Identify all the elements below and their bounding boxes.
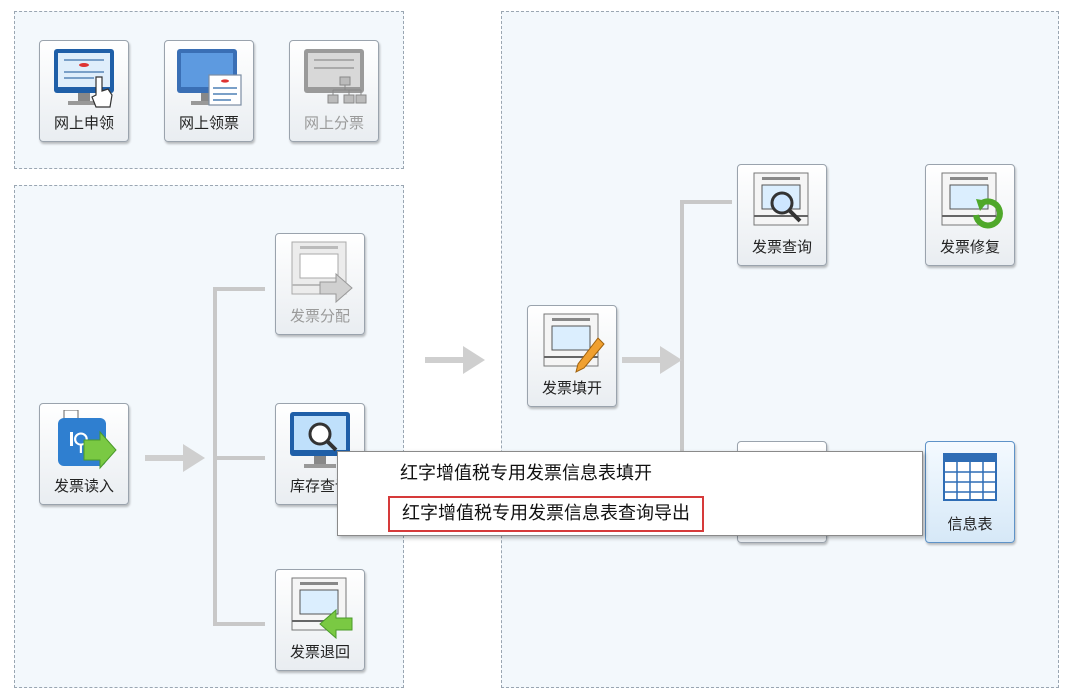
online-distribute-button[interactable]: 网上分票 — [289, 40, 379, 142]
connector-line — [213, 456, 265, 460]
table-grid-icon — [943, 453, 997, 501]
invoice-pen-icon — [543, 313, 605, 373]
invoice-read-button[interactable]: ⚲ 发票读入 — [39, 403, 129, 505]
monitor-ticket-icon — [177, 49, 242, 106]
usb-read-icon: ⚲ — [58, 410, 117, 470]
online-receive-button[interactable]: 网上领票 — [164, 40, 254, 142]
invoice-repair-icon — [941, 172, 1003, 229]
context-menu: 红字增值税专用发票信息表填开 红字增值税专用发票信息表查询导出 — [337, 451, 923, 536]
menu-item-fill[interactable]: 红字增值税专用发票信息表填开 — [400, 463, 652, 484]
info-table-button[interactable]: 信息表 — [925, 441, 1015, 543]
invoice-search-icon — [753, 172, 809, 226]
distribute-network-icon — [304, 49, 367, 104]
tile-label: 库存查询 — [289, 477, 350, 495]
apply-hand-icon — [54, 49, 114, 108]
tile-label: 信息表 — [947, 515, 993, 533]
tile-label: 网上领票 — [178, 114, 239, 132]
menu-item-query-export[interactable]: 红字增值税专用发票信息表查询导出 — [388, 496, 704, 532]
connector-line — [680, 200, 732, 204]
flow-arrow-icon — [145, 444, 205, 472]
inventory-search-icon — [290, 412, 350, 468]
invoice-return-button[interactable]: 发票退回 — [275, 569, 365, 671]
tile-label: 网上分票 — [303, 114, 364, 132]
invoice-return-icon — [291, 577, 353, 640]
connector-line — [680, 200, 684, 480]
tile-label: 发票填开 — [541, 379, 602, 397]
online-apply-button[interactable]: 网上申领 — [39, 40, 129, 142]
flow-arrow-icon — [622, 346, 682, 374]
invoice-repair-button[interactable]: 发票修复 — [925, 164, 1015, 266]
tile-label: 发票退回 — [289, 643, 350, 661]
invoice-fill-button[interactable]: 发票填开 — [527, 305, 617, 407]
tile-label: 网上申领 — [53, 114, 114, 132]
invoice-allocate-icon — [291, 241, 353, 304]
tile-label: 发票分配 — [289, 307, 350, 325]
invoice-allocate-button[interactable]: 发票分配 — [275, 233, 365, 335]
connector-line — [213, 622, 265, 626]
tile-label: 发票修复 — [939, 238, 1000, 256]
invoice-query-button[interactable]: 发票查询 — [737, 164, 827, 266]
connector-line — [213, 287, 265, 291]
tile-label: 发票查询 — [751, 238, 812, 256]
flow-arrow-icon — [425, 346, 485, 374]
tile-label: 发票读入 — [53, 477, 114, 495]
